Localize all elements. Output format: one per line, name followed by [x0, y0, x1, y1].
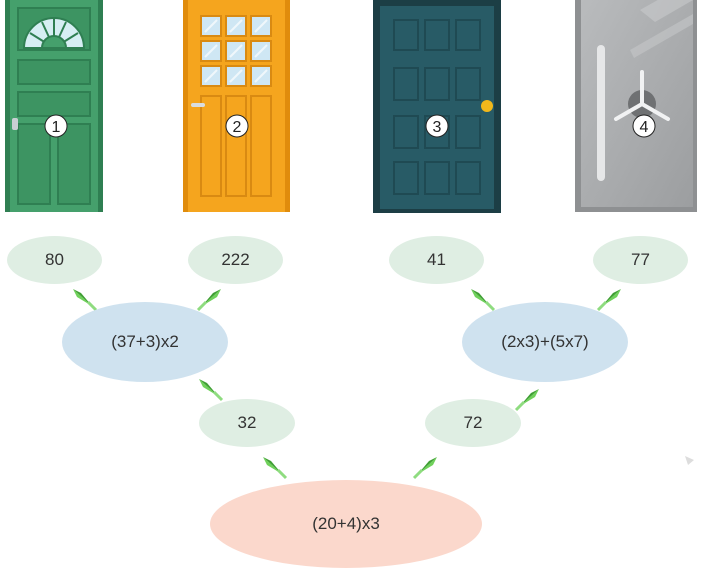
door-number-badge-3: 3 [425, 114, 449, 138]
leaf-41: 41 [389, 236, 484, 284]
door-2[interactable] [183, 0, 290, 212]
value-32: 32 [199, 399, 295, 447]
arrow-to-222 [196, 287, 223, 312]
door-1[interactable] [5, 0, 103, 212]
arrow-to-32 [261, 455, 288, 480]
leaf-80: 80 [7, 236, 102, 284]
door-3[interactable] [373, 0, 501, 213]
arrow-to-80 [71, 287, 98, 312]
door-number-4: 4 [640, 119, 649, 136]
door-number-badge-4: 4 [632, 114, 656, 138]
leaf-77: 77 [593, 236, 688, 284]
arrow-to-77 [596, 287, 623, 312]
root-expression: (20+4)x3 [210, 480, 482, 568]
expression-right: (2x3)+(5x7) [462, 302, 628, 382]
arrow-to-41 [469, 287, 496, 312]
door-number-3: 3 [433, 119, 442, 136]
door-4[interactable] [575, 0, 697, 212]
door-number-1: 1 [52, 119, 61, 136]
arrow-to-left-expr [197, 377, 224, 402]
arrow-to-72 [412, 455, 439, 480]
door-number-badge-1: 1 [44, 114, 68, 138]
faint-mark [685, 456, 694, 465]
door-number-2: 2 [233, 119, 242, 136]
arrow-to-right-expr [514, 387, 541, 412]
expression-left: (37+3)x2 [62, 302, 228, 382]
leaf-222: 222 [188, 236, 283, 284]
door-number-badge-2: 2 [225, 114, 249, 138]
doors-illustration: 1 2 3 4 [5, 0, 697, 213]
value-72: 72 [425, 399, 521, 447]
